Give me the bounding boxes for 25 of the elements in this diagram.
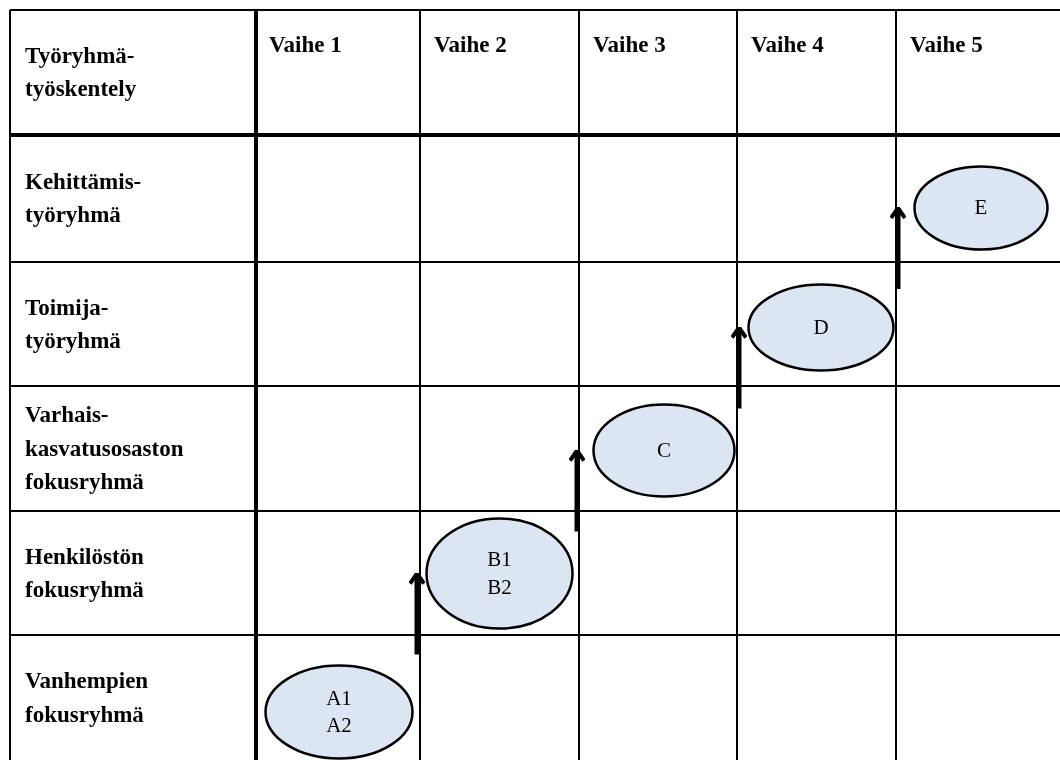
phase-label: A1 A2 — [326, 684, 352, 739]
column-header: Vaihe 4 — [751, 31, 824, 59]
row-header: Vanhempien fokusryhmä — [25, 667, 149, 729]
phase-ellipse — [592, 403, 736, 498]
row-header: Varhais- kasvatusosaston fokusryhmä — [25, 401, 184, 497]
phase-label: D — [813, 313, 829, 341]
arrow — [408, 571, 426, 655]
phase-ellipse — [264, 664, 414, 760]
column-header: Vaihe 2 — [434, 31, 507, 59]
phase-ellipse — [913, 165, 1049, 251]
row-header: Toimija- työryhmä — [25, 293, 121, 355]
arrow — [568, 448, 586, 532]
phase-ellipse — [747, 283, 895, 372]
phase-ellipse — [425, 517, 574, 630]
row-header: Kehittämis- työryhmä — [25, 167, 142, 229]
arrow — [889, 206, 907, 289]
row-header: Työryhmä- työskentely — [25, 41, 137, 103]
phase-label: B1 B2 — [487, 546, 512, 601]
column-header: Vaihe 3 — [593, 31, 666, 59]
phase-label: C — [657, 436, 671, 464]
column-header: Vaihe 5 — [910, 31, 983, 59]
phase-label: E — [974, 194, 988, 222]
column-header: Vaihe 1 — [269, 31, 342, 59]
arrow — [730, 325, 748, 409]
row-header: Henkilöstön fokusryhmä — [25, 542, 144, 604]
